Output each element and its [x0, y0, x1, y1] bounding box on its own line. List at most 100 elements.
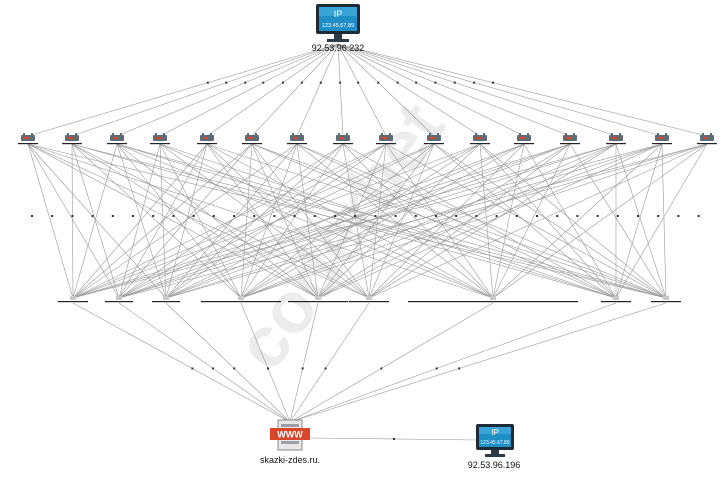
edge-tick-mark: [434, 81, 437, 84]
router-icon: [560, 133, 580, 145]
edge-top-to-router: [337, 43, 617, 137]
edge-router-to-hub: [342, 143, 370, 299]
edge-tick-mark: [233, 367, 236, 370]
edge-top-to-router: [337, 43, 481, 137]
edge-router-to-hub: [342, 143, 494, 299]
edge-tick-mark: [556, 215, 559, 217]
hub-bar: [408, 296, 578, 303]
edge-router-to-hub: [317, 143, 617, 299]
monitor-screen-value: 123.45.67.89: [480, 440, 509, 446]
edge-top-to-router: [337, 43, 571, 137]
hub-bar: [201, 296, 281, 303]
edge-router-to-hub: [72, 143, 571, 299]
edge-router-to-hub: [385, 143, 494, 299]
edge-router-to-hub: [72, 143, 253, 299]
edge-tick-mark: [152, 215, 155, 217]
edge-hub-to-site: [72, 302, 291, 423]
edge-router-to-hub: [615, 143, 663, 299]
edge-router-to-hub: [492, 143, 708, 299]
edge-tick-mark: [455, 215, 458, 217]
edge-tick-mark: [414, 215, 417, 217]
edge-router-to-hub: [251, 143, 617, 299]
edge-tick-mark: [225, 81, 228, 84]
edge-tick-mark: [394, 215, 397, 217]
hub-bar: [601, 296, 631, 303]
edge-tick-mark: [301, 367, 304, 370]
connection-tick-marks: [31, 81, 700, 440]
edge-router-to-hub: [27, 143, 667, 299]
router-icon: [697, 133, 717, 145]
edge-router-to-hub: [492, 143, 663, 299]
edge-router-to-hub: [368, 143, 617, 299]
edge-top-to-router: [337, 43, 663, 137]
edge-top-to-router: [337, 43, 344, 137]
edge-router-to-hub: [116, 143, 494, 299]
monitor-icon: [316, 4, 360, 42]
edge-top-to-router: [337, 43, 708, 137]
edge-tick-mark: [132, 215, 134, 217]
www-badge: WWW: [277, 430, 303, 440]
edge-hub-to-site: [118, 302, 291, 423]
edge-tick-mark: [415, 81, 418, 84]
edge-router-to-hub: [523, 143, 617, 299]
edge-tick-mark: [313, 215, 316, 217]
edge-tick-mark: [495, 215, 498, 217]
edge-tick-mark: [357, 81, 360, 84]
edge-router-to-hub: [72, 143, 481, 299]
edge-router-to-hub: [72, 143, 387, 299]
edge-tick-mark: [435, 367, 438, 370]
edge-router-to-hub: [317, 143, 571, 299]
edge-router-to-hub: [206, 143, 370, 299]
edge-tick-mark: [637, 215, 639, 217]
edge-router-to-hub: [368, 143, 387, 299]
top-monitor: IP 123.45.67.89: [316, 4, 360, 42]
edge-tick-mark: [377, 81, 380, 84]
edge-tick-mark: [212, 215, 215, 217]
edge-tick-mark: [266, 367, 269, 370]
edge-router-to-hub: [240, 143, 298, 299]
router-icon: [606, 133, 626, 145]
edge-router-to-hub: [368, 143, 571, 299]
edge-router-to-hub: [296, 143, 494, 299]
edge-router-to-hub: [71, 143, 242, 299]
monitor-screen-value: 123.45.67.89: [322, 23, 354, 29]
edge-router-to-hub: [27, 143, 319, 299]
edge-router-to-hub: [159, 143, 242, 299]
edge-router-to-hub: [206, 143, 494, 299]
edge-router-to-hub: [240, 143, 708, 299]
edge-top-to-router: [206, 43, 339, 137]
hub-bar: [349, 296, 389, 303]
edge-tick-mark: [396, 81, 399, 84]
edge-router-to-hub: [165, 143, 344, 299]
edge-tick-mark: [281, 81, 284, 84]
edge-top-to-router: [337, 43, 387, 137]
edge-top-to-router: [27, 43, 339, 137]
edge-router-to-hub: [479, 143, 667, 299]
edge-router-to-hub: [71, 143, 120, 299]
edge-top-to-router: [296, 43, 339, 137]
monitor-screen-title: IP: [491, 428, 499, 437]
edge-top-to-router: [337, 43, 525, 137]
edge-tick-mark: [515, 215, 518, 217]
hub-bar: [58, 296, 88, 303]
edge-router-to-hub: [116, 143, 242, 299]
edge-router-to-hub: [615, 143, 708, 299]
hub-row: [58, 296, 681, 303]
edge-hub-to-site: [289, 302, 617, 423]
edge-tick-mark: [71, 215, 74, 217]
router-row: [18, 133, 717, 145]
edge-router-to-hub: [27, 143, 494, 299]
router-icon: [333, 133, 353, 145]
edge-router-to-hub: [165, 143, 208, 299]
edge-router-to-hub: [165, 143, 481, 299]
edge-tick-mark: [319, 81, 322, 84]
edge-tick-mark: [192, 215, 195, 217]
router-icon: [287, 133, 307, 145]
edge-router-to-hub: [317, 143, 387, 299]
www-server-icon: [270, 419, 310, 451]
edge-router-to-hub: [479, 143, 494, 299]
edge-router-to-hub: [240, 143, 663, 299]
edge-hub-to-site: [289, 302, 494, 423]
edge-tick-mark: [354, 215, 357, 217]
